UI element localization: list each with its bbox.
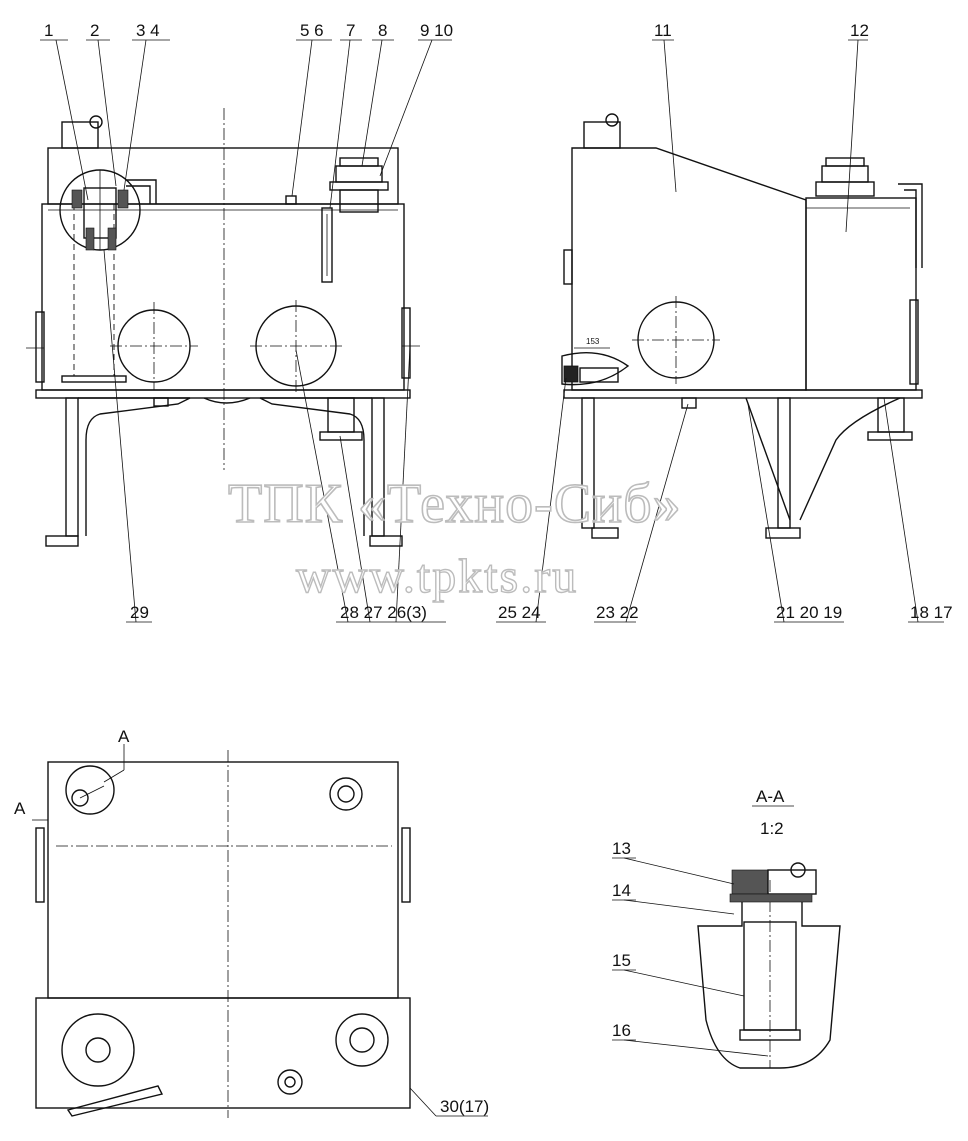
callout-21-20-19: 21 20 19 <box>776 603 842 622</box>
watermark: ТПК «Техно-Сиб» www.tpkts.ru <box>227 472 682 604</box>
watermark-url: www.tpkts.ru <box>296 550 578 603</box>
callout-1: 1 <box>44 21 53 40</box>
side-view: 153 <box>561 113 923 539</box>
dimension-153: 153 <box>586 337 600 346</box>
callout-11: 11 <box>654 21 672 40</box>
callout-9-10: 9 10 <box>420 21 453 40</box>
plan-view <box>32 744 488 1118</box>
callout-23-22: 23 22 <box>596 603 639 622</box>
callout-28-27-26: 28 27 26(3) <box>340 603 427 622</box>
callout-13: 13 <box>612 839 631 858</box>
callout-7: 7 <box>346 21 355 40</box>
section-mark-left: A <box>14 799 26 818</box>
callout-8: 8 <box>378 21 387 40</box>
section-a-a <box>612 805 841 1069</box>
top-leaders <box>40 39 868 233</box>
callout-30-17: 30(17) <box>440 1097 489 1116</box>
callout-5-6: 5 6 <box>300 21 324 40</box>
callout-labels: 1 2 3 4 5 6 7 8 9 10 11 12 29 28 27 26(3… <box>14 21 953 1116</box>
callout-25-24: 25 24 <box>498 603 541 622</box>
callout-16: 16 <box>612 1021 631 1040</box>
bottom-leaders <box>103 249 944 623</box>
callout-29: 29 <box>130 603 149 622</box>
front-view <box>26 108 420 547</box>
section-mark-top: A <box>118 727 130 746</box>
callout-18-17: 18 17 <box>910 603 953 622</box>
callout-2: 2 <box>90 21 99 40</box>
callout-12: 12 <box>850 21 869 40</box>
callout-14: 14 <box>612 881 631 900</box>
section-scale: 1:2 <box>760 819 784 838</box>
callout-3-4: 3 4 <box>136 21 160 40</box>
callout-15: 15 <box>612 951 631 970</box>
watermark-company: ТПК «Техно-Сиб» <box>228 473 682 535</box>
section-title: A-A <box>756 787 785 806</box>
